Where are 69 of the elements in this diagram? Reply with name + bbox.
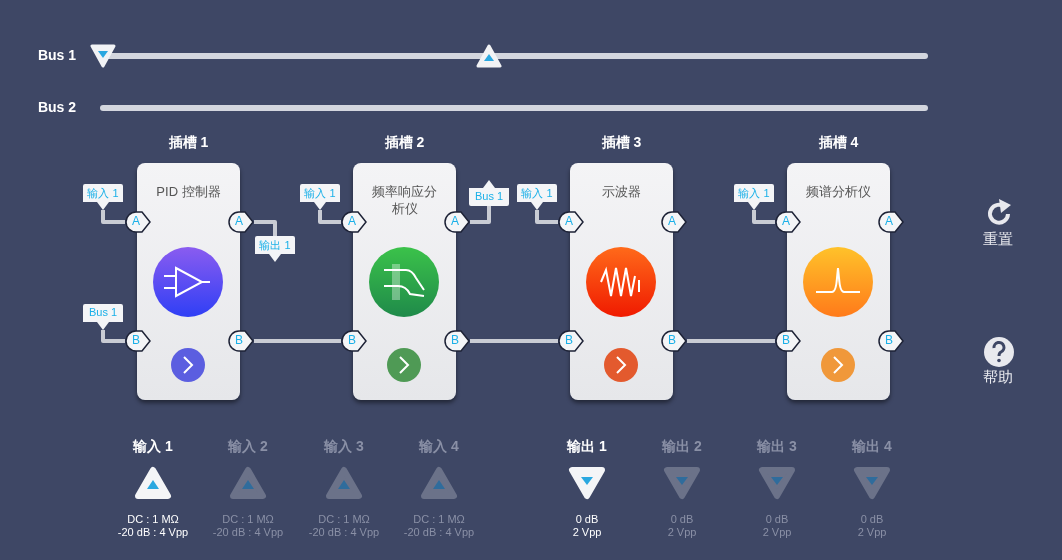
bus-label: Bus 1 (36, 47, 76, 63)
port-heading: 输出 3 (756, 438, 798, 456)
connector-line (470, 339, 558, 343)
port-spec: DC : 1 MΩ (317, 513, 371, 526)
bus-label: Bus 2 (36, 99, 76, 115)
port-spec: -20 dB : 4 Vpp (116, 526, 190, 539)
port-spec: 2 Vpp (856, 526, 888, 539)
port-spec: DC : 1 MΩ (221, 513, 275, 526)
port-tab: A (228, 211, 254, 233)
port-tab: B (661, 330, 687, 352)
connector-line (752, 210, 775, 224)
port-tab: B (125, 330, 151, 352)
port-heading: 输入 4 (418, 438, 460, 456)
port-spec: 2 Vpp (666, 526, 698, 539)
port-tab: A (341, 211, 367, 233)
signal-tag: 输出 1 (255, 236, 295, 262)
signal-tag: 输入 1 (300, 184, 340, 210)
connector-line (254, 339, 341, 343)
module-title: 频率响应分析仪 (371, 183, 438, 217)
port-tab: A (558, 211, 584, 233)
port-heading: 输入 1 (132, 438, 174, 456)
port-tab: A (775, 211, 801, 233)
port-spec: 0 dB (764, 513, 790, 526)
port-spec: 0 dB (859, 513, 885, 526)
port-heading: 输出 2 (661, 438, 703, 456)
connector-line (318, 210, 341, 224)
signal-tag: 输入 1 (734, 184, 774, 210)
slot-heading: 插槽 3 (600, 134, 643, 152)
reset-label: 重置 (982, 230, 1014, 249)
slot-heading: 插槽 4 (817, 134, 860, 152)
port-spec: 0 dB (574, 513, 600, 526)
signal-tag: 输入 1 (517, 184, 557, 210)
port-heading: 输入 3 (323, 438, 365, 456)
signal-tag: Bus 1 (83, 304, 123, 330)
connector-line (470, 206, 491, 224)
port-tab: A (878, 211, 904, 233)
port-heading: 输出 4 (851, 438, 893, 456)
port-tab: B (558, 330, 584, 352)
port-spec: 2 Vpp (761, 526, 793, 539)
port-tab: A (444, 211, 470, 233)
port-tab: B (228, 330, 254, 352)
port-spec: DC : 1 MΩ (126, 513, 180, 526)
connector-line (535, 210, 558, 224)
port-spec: -20 dB : 4 Vpp (211, 526, 285, 539)
port-tab: B (775, 330, 801, 352)
port-spec: -20 dB : 4 Vpp (307, 526, 381, 539)
module-title: 示波器 (601, 183, 642, 200)
port-spec: -20 dB : 4 Vpp (402, 526, 476, 539)
port-heading: 输入 2 (227, 438, 269, 456)
signal-tag: 输入 1 (83, 184, 123, 210)
port-heading: 输出 1 (566, 438, 608, 456)
slot-heading: 插槽 2 (383, 134, 426, 152)
port-tab: A (661, 211, 687, 233)
port-tab: B (444, 330, 470, 352)
port-spec: DC : 1 MΩ (412, 513, 466, 526)
slot-heading: 插槽 1 (167, 134, 210, 152)
connector-line (101, 330, 125, 343)
connector-line (687, 339, 775, 343)
connector-line (254, 220, 277, 236)
module-title: 频谱分析仪 (805, 183, 872, 200)
port-tab: B (878, 330, 904, 352)
connector-line (101, 210, 125, 224)
signal-tag: Bus 1 (469, 180, 509, 206)
module-title: PID 控制器 (155, 183, 222, 200)
port-tab: B (341, 330, 367, 352)
port-tab: A (125, 211, 151, 233)
port-spec: 0 dB (669, 513, 695, 526)
port-spec: 2 Vpp (571, 526, 603, 539)
help-label: 帮助 (982, 368, 1014, 387)
